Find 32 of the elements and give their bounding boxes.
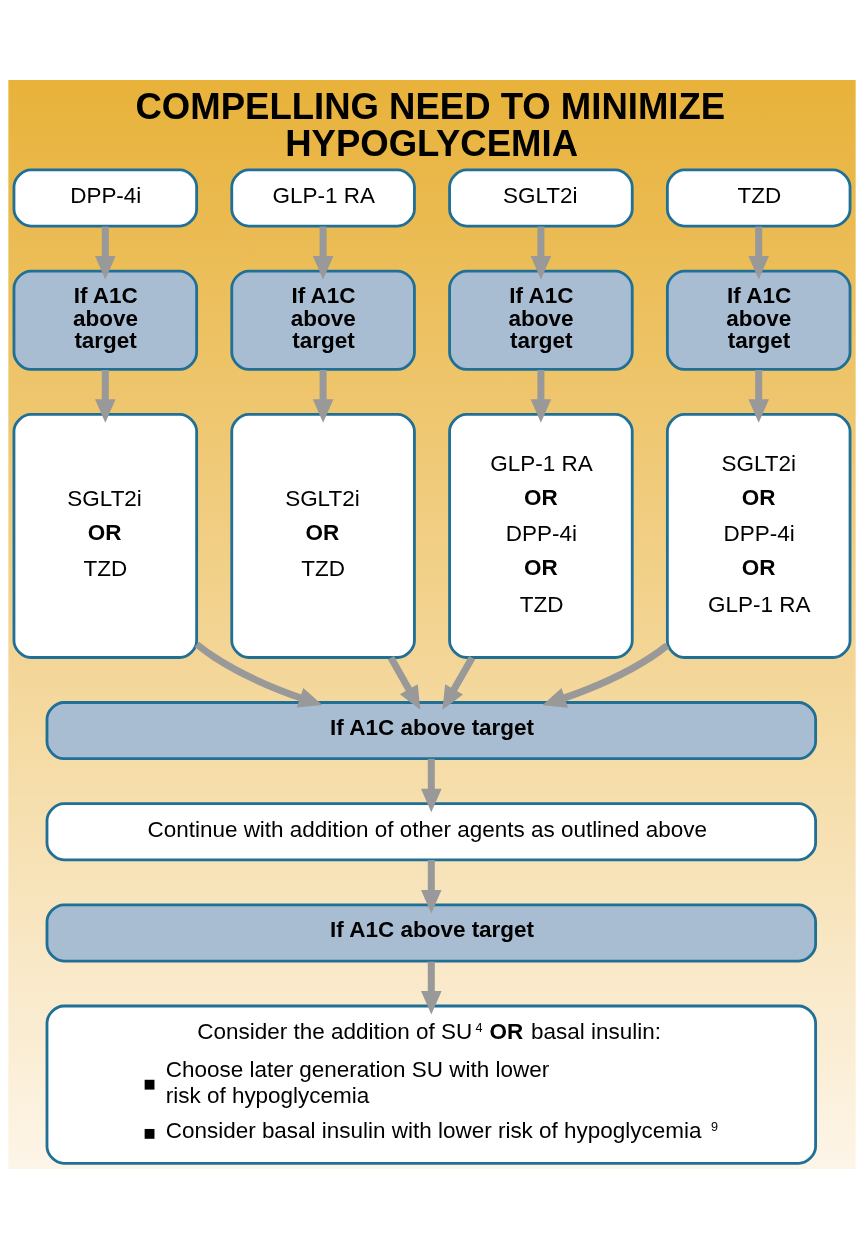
arrow xyxy=(530,370,552,423)
arrow xyxy=(421,961,442,1015)
arrow xyxy=(194,641,323,708)
node-box: Consider the addition of SU$^{4}$ OR basal insulin: Choose later generation SU with lower risk of hypoglycemia Consider basal insulin with lower risk of hypoglycemia$^{9}$ xyxy=(45,1004,817,1165)
node-box: GLP-1 RA xyxy=(230,168,416,228)
node-box: If A1C above target xyxy=(230,269,416,371)
arrow xyxy=(387,656,421,710)
arrow xyxy=(95,226,116,280)
node-box: If A1C above target xyxy=(665,269,852,371)
node-box: Continue with addition of other agents as outlined above xyxy=(45,802,817,862)
node-box: TZD xyxy=(665,168,852,228)
arrow xyxy=(442,656,476,710)
arrow xyxy=(542,642,670,708)
arrow xyxy=(421,758,442,813)
diagram-title: COMPELLING NEED TO MINIMIZE HYPOGLYCEMIA xyxy=(135,86,726,164)
node-box: SGLT2i OR DPP-4i OR GLP-1 RA xyxy=(665,413,852,659)
node-box: If A1C above target xyxy=(12,269,199,371)
arrow xyxy=(312,370,334,423)
node-box: GLP-1 RA OR DPP-4i OR TZD xyxy=(448,413,634,659)
arrow xyxy=(95,370,116,423)
node-box: SGLT2i xyxy=(448,168,634,228)
arrow xyxy=(312,226,334,280)
node-box: SGLT2i OR TZD xyxy=(230,413,416,659)
arrow xyxy=(421,860,442,914)
arrow xyxy=(530,226,552,280)
arrow xyxy=(748,226,769,280)
node-box: SGLT2i OR TZD xyxy=(12,413,199,659)
node-box: If A1C above target xyxy=(448,269,634,371)
node-box: DPP-4i xyxy=(12,168,199,228)
node-box: If A1C above target xyxy=(45,701,817,761)
arrow xyxy=(748,370,769,423)
node-box: If A1C above target xyxy=(45,903,817,963)
